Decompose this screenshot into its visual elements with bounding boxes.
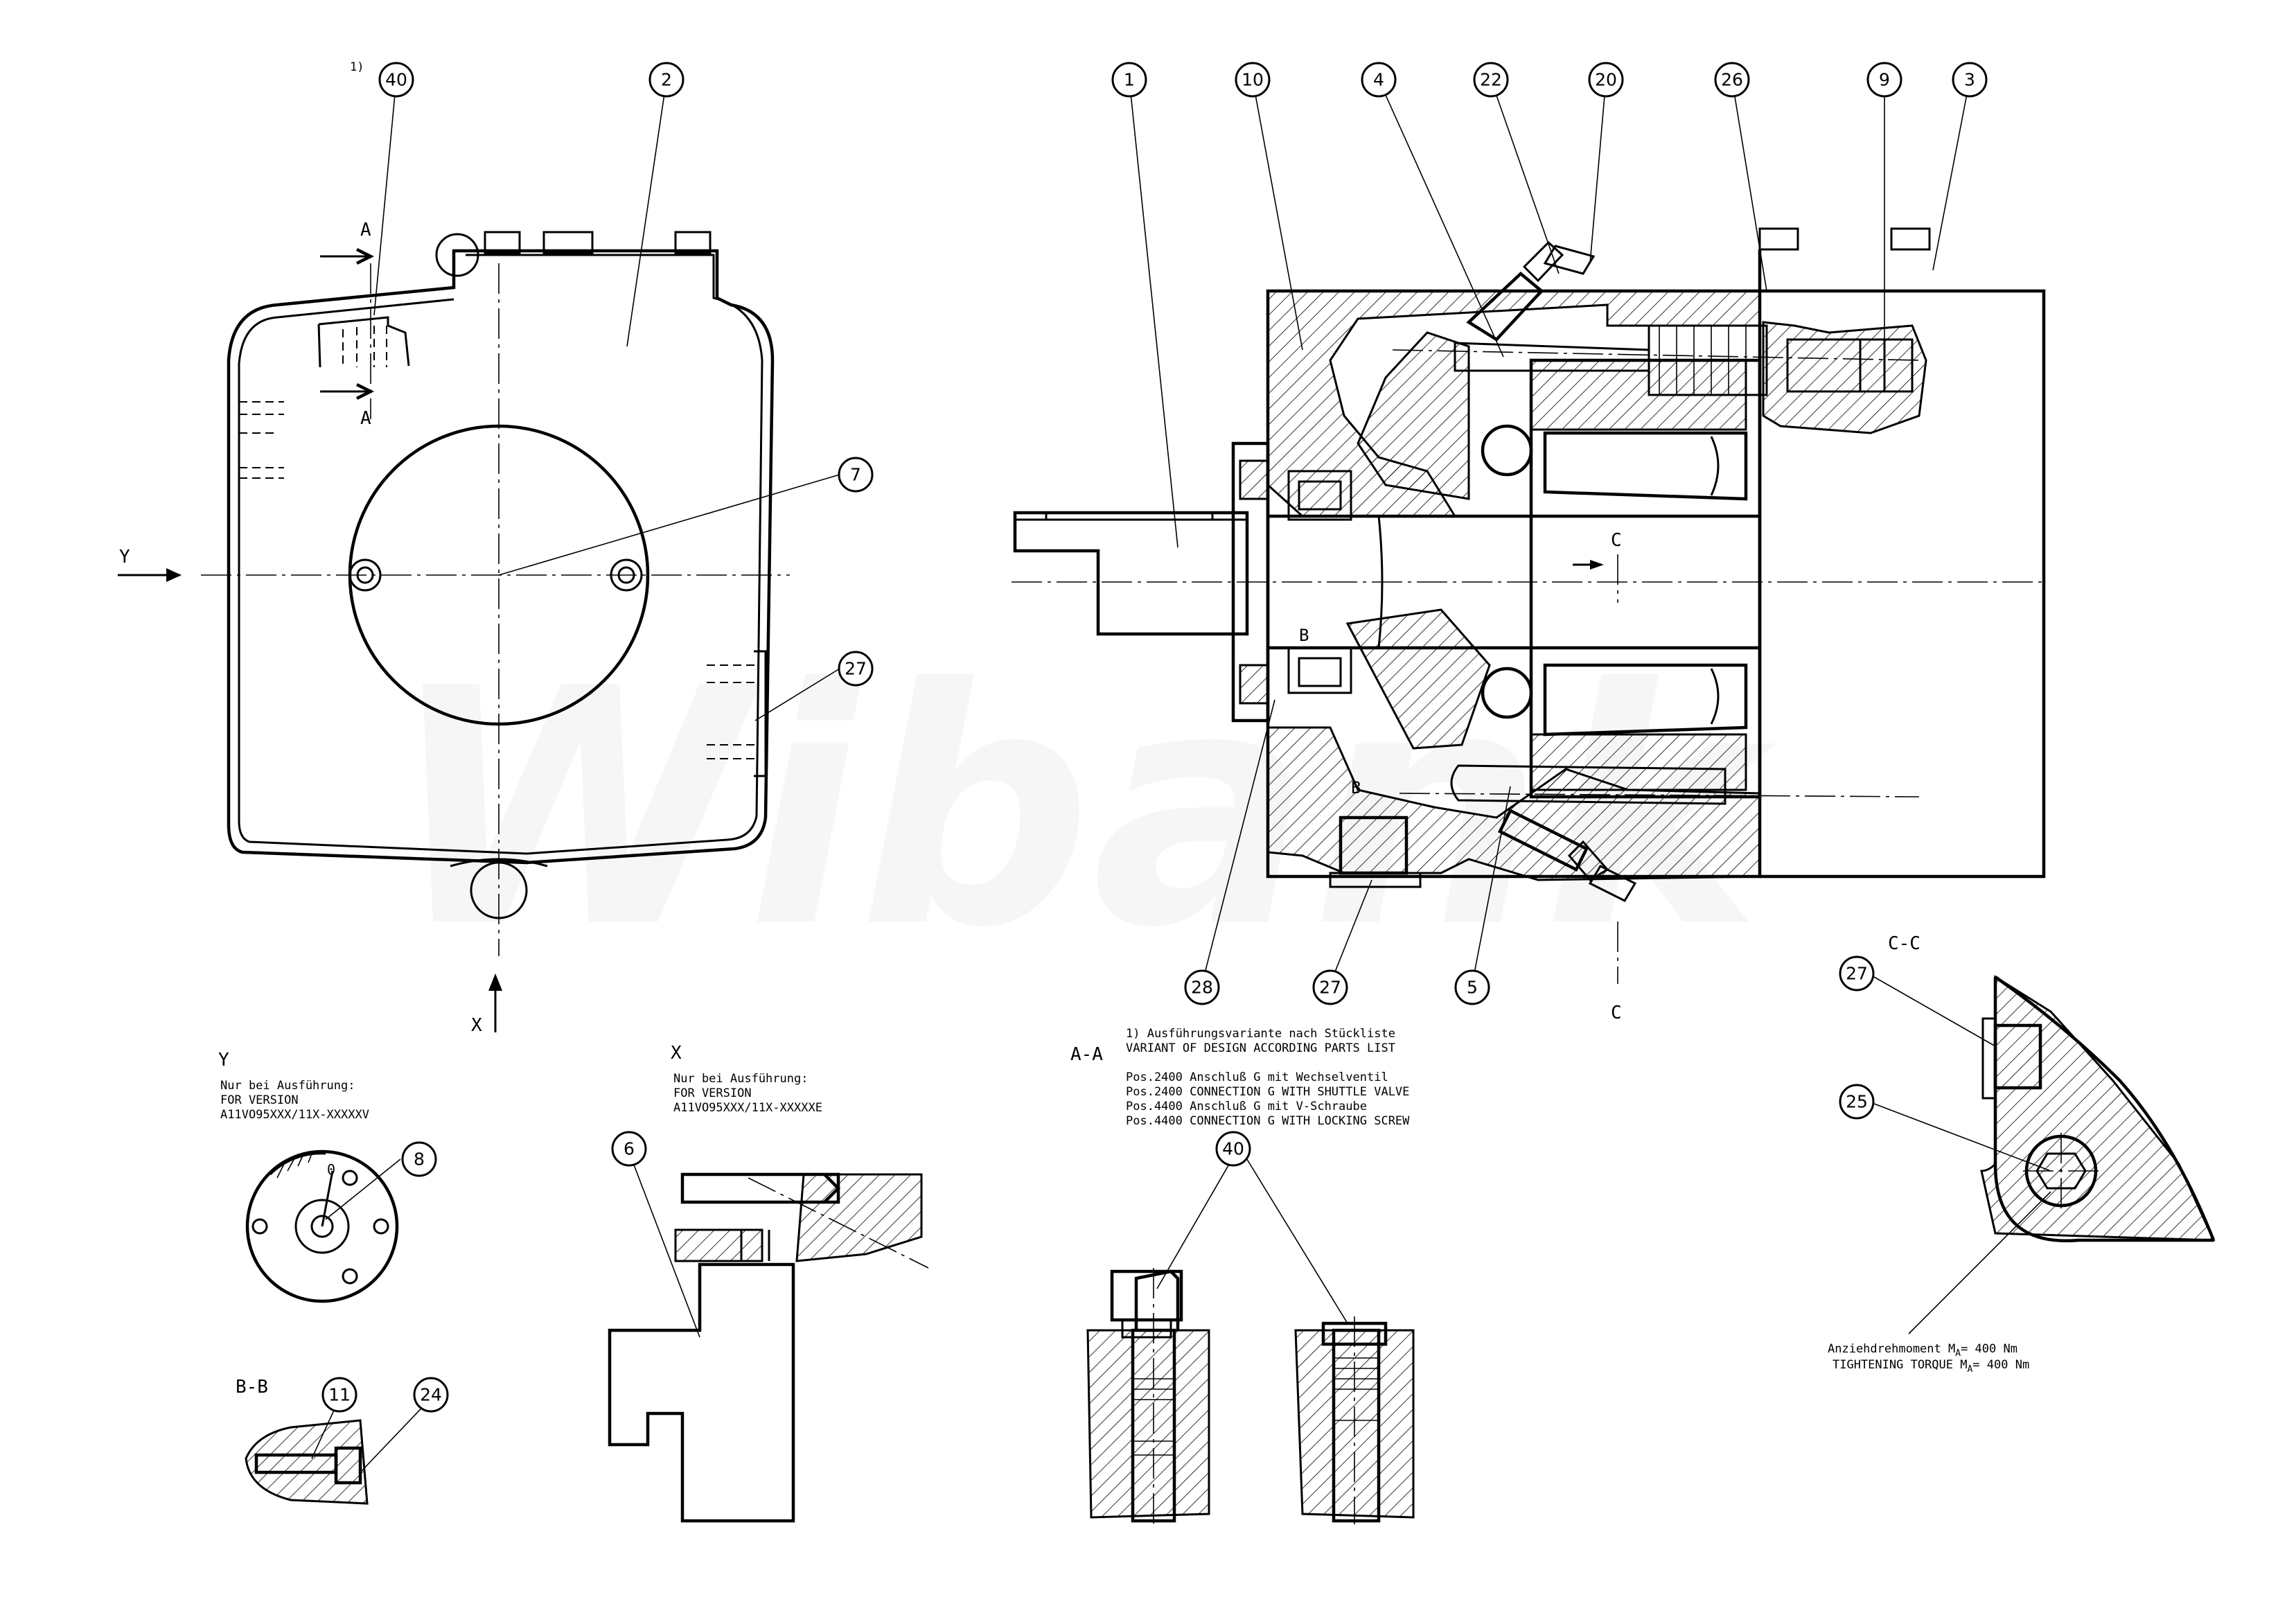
balloon-27-cc: 27: [1839, 955, 1875, 991]
svg-text:1: 1: [1124, 70, 1135, 90]
svg-text:6: 6: [624, 1139, 635, 1159]
svg-text:9: 9: [1879, 70, 1890, 90]
balloon-27-left: 27: [838, 651, 874, 687]
view-bb-title: B-B: [236, 1377, 268, 1398]
svg-text:40: 40: [1222, 1139, 1244, 1159]
balloon-27-mid: 27: [1312, 969, 1348, 1005]
front-view: A A Y X 1): [118, 60, 840, 1036]
torque-en-sub: A: [1967, 1364, 1972, 1375]
svg-text:25: 25: [1846, 1092, 1868, 1112]
svg-text:3: 3: [1964, 70, 1975, 90]
svg-text:5: 5: [1467, 978, 1478, 998]
x-version-line-3: A11VO95XXX/11X-XXXXXE: [673, 1101, 822, 1115]
view-y: Y Nur bei Ausführung: FOR VERSION A11VO9…: [218, 1050, 401, 1303]
view-x: X Nur bei Ausführung: FOR VERSION A11VO9…: [608, 1043, 929, 1523]
variant-line-1: 1) Ausführungsvariante nach Stückliste: [1126, 1027, 1395, 1041]
balloon-28: 28: [1184, 969, 1220, 1005]
torque-de-value: = 400 Nm: [1961, 1342, 2017, 1356]
torque-de: Anziehdrehmoment MA= 400 Nm: [1828, 1342, 2017, 1359]
view-aa-title: A-A: [1070, 1044, 1103, 1065]
svg-text:20: 20: [1595, 70, 1617, 90]
balloon-2: 2: [648, 62, 685, 98]
balloon-8: 8: [401, 1141, 437, 1177]
view-bb: B-B: [236, 1377, 432, 1505]
balloon-24: 24: [413, 1377, 449, 1413]
balloon-40-top: 40: [378, 62, 414, 98]
torque-de-sub: A: [1955, 1348, 1961, 1359]
torque-en-prefix: TIGHTENING TORQUE M: [1833, 1358, 1967, 1372]
x-version-line-1: Nur bei Ausführung:: [673, 1072, 808, 1086]
view-y-title: Y: [218, 1050, 229, 1070]
svg-text:8: 8: [414, 1149, 425, 1170]
balloon-11: 11: [321, 1377, 357, 1413]
balloon-7: 7: [838, 457, 874, 493]
section-c-top: C: [1611, 530, 1622, 551]
variant-line-2: VARIANT OF DESIGN ACCORDING PARTS LIST: [1126, 1041, 1395, 1055]
balloon-26: 26: [1714, 62, 1750, 98]
section-b-bottom: B: [1351, 778, 1361, 797]
svg-text:4: 4: [1373, 70, 1384, 90]
svg-text:7: 7: [850, 465, 861, 485]
balloon-1: 1: [1111, 62, 1147, 98]
balloon-9: 9: [1866, 62, 1902, 98]
aa-details: [1086, 1156, 1415, 1524]
balloon-3: 3: [1952, 62, 1988, 98]
svg-text:40: 40: [385, 70, 407, 90]
torque-en: TIGHTENING TORQUE MA= 400 Nm: [1833, 1358, 2029, 1375]
svg-text:28: 28: [1191, 978, 1213, 998]
svg-text:26: 26: [1721, 70, 1743, 90]
balloon-25: 25: [1839, 1084, 1875, 1120]
svg-text:27: 27: [1319, 978, 1341, 998]
variant-line-4: Pos.2400 Anschluß G mit Wechselventil: [1126, 1070, 1388, 1084]
variant-line-5: Pos.2400 CONNECTION G WITH SHUTTLE VALVE: [1126, 1085, 1409, 1099]
view-x-title: X: [671, 1043, 682, 1064]
section-a-top: A: [360, 220, 371, 240]
balloon-20: 20: [1588, 62, 1624, 98]
y-version-line-3: A11VO95XXX/11X-XXXXXV: [220, 1108, 369, 1122]
svg-text:24: 24: [420, 1385, 442, 1405]
variant-line-6: Pos.4400 Anschluß G mit V-Schraube: [1126, 1100, 1367, 1113]
svg-text:2: 2: [661, 70, 672, 90]
torque-de-prefix: Anziehdrehmoment M: [1828, 1342, 1955, 1356]
dial-zero: 0: [327, 1161, 335, 1178]
svg-text:22: 22: [1480, 70, 1502, 90]
balloon-22: 22: [1473, 62, 1509, 98]
balloon-6: 6: [611, 1131, 647, 1167]
view-arrow-y-label: Y: [119, 547, 130, 567]
section-view: C C B B: [1012, 79, 2046, 1023]
view-arrow-x-label: X: [471, 1015, 482, 1036]
section-b-top: B: [1299, 626, 1309, 645]
balloon-5: 5: [1454, 969, 1490, 1005]
svg-text:11: 11: [328, 1385, 351, 1405]
notes-aa: A-A 1) Ausführungsvariante nach Stücklis…: [1070, 1027, 1410, 1128]
y-version-line-1: Nur bei Ausführung:: [220, 1079, 355, 1093]
balloon-4: 4: [1361, 62, 1397, 98]
variant-line-7: Pos.4400 CONNECTION G WITH LOCKING SCREW: [1126, 1114, 1410, 1128]
x-version-line-2: FOR VERSION: [673, 1086, 752, 1100]
svg-text:27: 27: [1846, 964, 1868, 984]
cc-detail: C-C Anziehdrehmoment MA= 400 Nm TIGHTENI…: [1828, 933, 2216, 1375]
balloon-10: 10: [1235, 62, 1271, 98]
section-a-bottom: A: [360, 408, 371, 429]
note-ref-1: 1): [350, 60, 364, 74]
svg-text:10: 10: [1242, 70, 1264, 90]
view-cc-title: C-C: [1888, 933, 1920, 954]
balloon-40-low: 40: [1215, 1131, 1251, 1167]
svg-text:27: 27: [845, 659, 867, 679]
y-version-line-2: FOR VERSION: [220, 1093, 299, 1107]
torque-en-value: = 400 Nm: [1972, 1358, 2029, 1372]
section-c-bottom: C: [1611, 1003, 1622, 1023]
